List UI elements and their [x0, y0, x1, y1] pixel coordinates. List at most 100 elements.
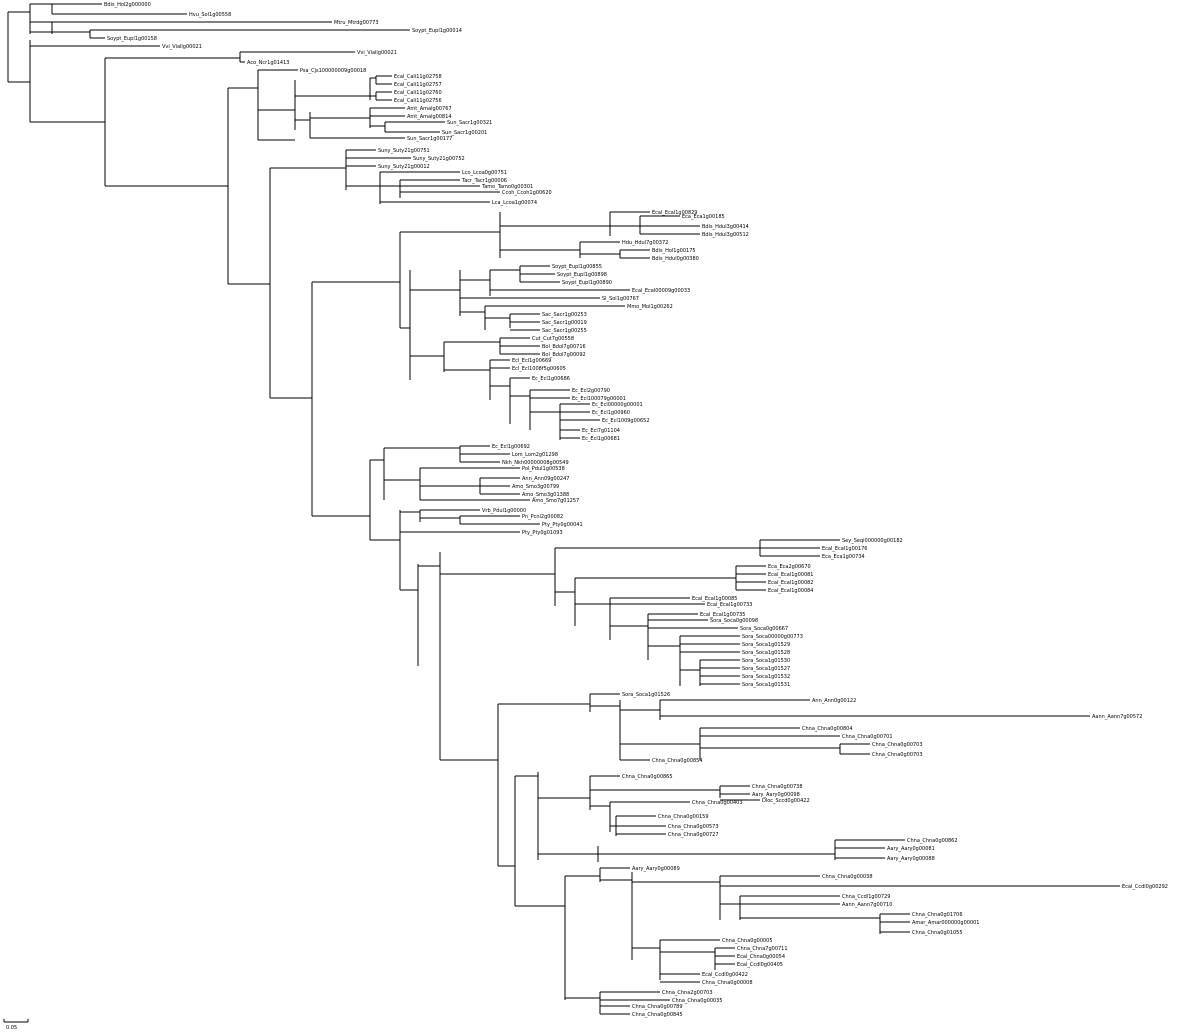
tip-label: Eca_Eca1g00734	[822, 554, 865, 560]
tip-label: Nkh_Nkh00000008g00549	[502, 460, 569, 466]
tip-label: Sac_Sacr1g00255	[542, 328, 587, 334]
tip-label: Sora_Soca00000g00773	[742, 634, 803, 640]
tip-label: Aary_Aary0g00089	[632, 866, 680, 872]
tip-label: Sora_Soca0g00667	[740, 626, 788, 632]
tip-label: Sora_Soca1g01529	[742, 642, 790, 648]
tip-label: Ecal_Ccdl0g00292	[1122, 884, 1168, 890]
tip-label: Sora_Soca1g01530	[742, 658, 790, 664]
tip-label: Aary_Aary0g00081	[887, 846, 935, 852]
tip-label: Chna_Chna0g00703	[872, 742, 923, 748]
tip-labels: Bdis_Hol2g000000Hvu_Sol1g00558Mtru_Mtrdg…	[104, 2, 1168, 1018]
tip-label: Amo_Smo3g00799	[512, 484, 559, 490]
tip-label: Soypt_Eupl1g00898	[557, 272, 607, 278]
tip-label: Sac_Sacr1g00253	[542, 312, 587, 318]
tip-label: Ecal_Ecal1g00733	[707, 602, 752, 608]
tip-label: Chna_Chna0g00008	[702, 980, 753, 986]
tip-label: Sora_Soca1g01528	[742, 650, 790, 656]
tip-label: Soypt_Eupl1g00890	[562, 280, 612, 286]
tip-label: Soypt_Eupl1g00158	[107, 36, 157, 42]
tip-label: Pol_Pdul1g00538	[522, 466, 565, 472]
tip-label: Ec_Ecl1g00686	[532, 376, 570, 382]
tip-label: Chna_Chna0g00703	[872, 752, 923, 758]
tip-label: Vvi_Viallg00021	[162, 44, 202, 50]
tip-label: Bdis_Hol1g00175	[652, 248, 696, 254]
tip-label: Suny_Suty21g00012	[378, 164, 430, 170]
tip-label: Hdu_Hdul7g00372	[622, 240, 668, 246]
tip-label: Ecal_Cali11g02756	[394, 98, 442, 104]
scale-bar: 0.05	[3, 1019, 29, 1031]
tip-label: Sora_Soca1g01527	[742, 666, 790, 672]
tip-label: Vrb_Pdul1g00000	[482, 508, 526, 514]
tip-label: Aann_Aann7g00572	[1092, 714, 1142, 720]
tip-label: Sl_Sol1g00767	[602, 296, 639, 302]
tip-label: Bdis_Hol2g000000	[104, 2, 151, 8]
tip-label: Pty_Pty0g00041	[542, 522, 583, 528]
tip-label: Pty_Pty0g01093	[522, 530, 563, 536]
tip-label: Sac_Sacr1g00019	[542, 320, 587, 326]
tip-label: Ecal_Ecal1g00735	[700, 612, 745, 618]
tip-label: Ecal_Ecal1g00081	[768, 572, 813, 578]
tip-label: Mtru_Mtrdg00773	[334, 20, 379, 26]
tip-label: Sun_Sacr1g00321	[447, 120, 492, 126]
tip-label: Ecal_Cali11g02760	[394, 90, 442, 96]
tip-label: Chna_Chna0g00854	[652, 758, 703, 764]
tip-label: Amar_Amar000000g00001	[912, 920, 980, 926]
tip-label: Bol_Bdol7g00716	[542, 344, 586, 350]
tip-label: Chna_Ccdl1g00729	[842, 894, 890, 900]
tip-label: Chna_Chna0g01706	[912, 912, 963, 918]
tip-label: Aary_Aary0g00088	[887, 856, 935, 862]
tip-label: Ec_Ecl1g00960	[592, 410, 630, 416]
tip-label: Soypt_Eupl1g00014	[412, 28, 462, 34]
tip-label: Chna_Chna2g00703	[662, 990, 713, 996]
tip-label: Lco_Lcoa0g00751	[462, 170, 507, 176]
tip-label: Lca_Lcoa1g00074	[492, 200, 537, 206]
tip-label: Chna_Chna0g00701	[842, 734, 893, 740]
tip-label: Ecal_Ecal1g00085	[692, 596, 737, 602]
tip-label: Ecal_Ccdl0g00422	[702, 972, 748, 978]
tip-label: Chna_Chna0g00789	[632, 1004, 683, 1010]
tip-label: Chna_Chna0g00035	[672, 998, 723, 1004]
tip-label: Hvu_Sol1g00558	[189, 12, 231, 18]
tip-label: Sora_Soca1g01526	[622, 692, 670, 698]
tip-label: Aann_Aann7g00710	[842, 902, 892, 908]
tip-label: Chna_Chna0g00573	[668, 824, 719, 830]
tip-label: Soypt_Eupl1g00855	[552, 264, 602, 270]
tip-label: Amt_Amalg00814	[407, 114, 452, 120]
tip-label: Ec_Ecl2g00790	[572, 388, 610, 394]
tip-label: Ecal_Ecal1g00084	[768, 588, 813, 594]
tip-label: Suny_Suty21g00751	[378, 148, 430, 154]
tip-label: Ec_Ecl7g01104	[582, 428, 620, 434]
tip-label: Ec_Ecl00000g00001	[592, 402, 643, 408]
tip-label: Aary_Aary0g00098	[752, 792, 800, 798]
tip-label: Chna_Chna0g00862	[907, 838, 958, 844]
tip-label: Chna_Chna7g00711	[737, 946, 788, 952]
tip-label: Bol_Bdol7g00092	[542, 352, 586, 358]
tip-label: Chna_Chna0g00865	[622, 774, 673, 780]
tip-label: Chna_Chna0g00845	[632, 1012, 683, 1018]
scale-bar-label: 0.05	[6, 1025, 17, 1031]
tip-label: Amo_Smo3g01388	[522, 492, 569, 498]
tip-label: Vvi_Viallg00021	[357, 50, 397, 56]
tip-label: Aco_Ncr1g01413	[247, 60, 289, 66]
tip-label: Eca_Eca1g00185	[682, 214, 725, 220]
tip-label: Ccoh_Ccoh1g00620	[502, 190, 552, 196]
tip-label: Chna_Chna0g01055	[912, 930, 963, 936]
tip-label: Ecal_Cali11g02757	[394, 82, 442, 88]
tip-label: Bdis_Hdul0g00380	[652, 256, 699, 262]
tip-label: Sora_Soca0g00098	[710, 618, 758, 624]
tip-label: Chna_Chna0g00159	[658, 814, 709, 820]
tip-label: Pn_Pcnl2g00082	[522, 514, 563, 520]
tip-label: Chna_Chna0g00738	[752, 784, 803, 790]
tip-label: Ec_Ecl1g00681	[582, 436, 620, 442]
tip-label: Ecal_Ccdl0g00405	[737, 962, 783, 968]
tip-label: Bdis_Hdul3g00512	[702, 232, 749, 238]
tip-label: Tacr_Tacr1g00006	[461, 178, 507, 184]
tip-label: Ecal_Ecal00009g00033	[632, 288, 690, 294]
tip-label: Ec_Ecl1009g00652	[602, 418, 650, 424]
tip-label: Ecal_Cali11g02758	[394, 74, 442, 80]
tip-label: Cut_Cut7g00558	[532, 336, 574, 342]
tip-label: Ec_Ecl100079g00001	[572, 396, 626, 402]
tip-label: Psa_Cjs100000009g00018	[300, 68, 366, 74]
tip-label: Bdis_Hdul3g00414	[702, 224, 749, 230]
tip-label: Ecal_Ecal1g00829	[652, 210, 697, 216]
